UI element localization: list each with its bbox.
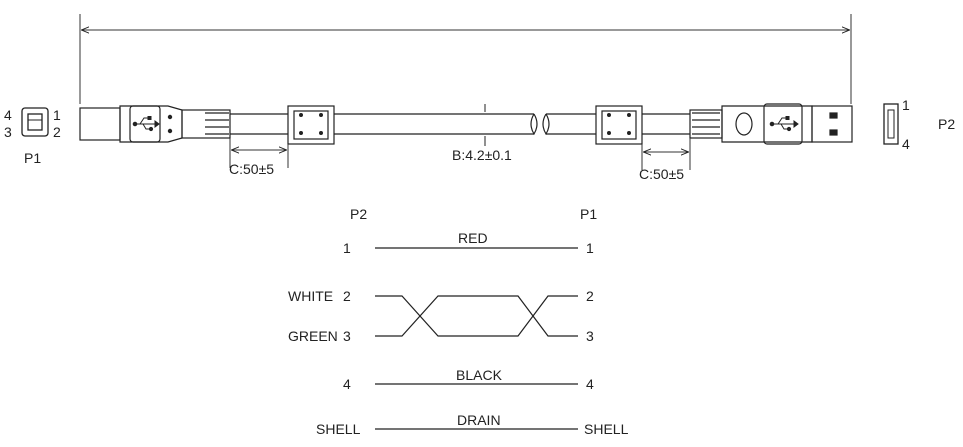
left-shell: SHELL (316, 421, 361, 437)
wiring-schematic: P2 P1 1 RED 1 WHITE 2 2 GREEN 3 3 4 BLAC… (288, 206, 629, 437)
p2-end-view: 1 4 P2 (883, 97, 955, 152)
right-pin-3: 3 (586, 328, 594, 344)
wire-label-red: RED (458, 230, 488, 246)
left-name-green: GREEN (288, 328, 338, 344)
p2-label: P2 (938, 116, 955, 132)
right-shell: SHELL (584, 421, 629, 437)
dim-c-left-label: C:50±5 (229, 161, 274, 177)
left-strain-relief (181, 109, 231, 139)
wiring-header-p1: P1 (580, 206, 597, 222)
right-pin-2: 2 (586, 288, 594, 304)
right-ferrite-core (595, 105, 643, 145)
dim-b-label: B:4.2±0.1 (452, 147, 512, 163)
p1-pin-1: 1 (53, 107, 61, 123)
usb-icon-left (132, 116, 160, 132)
c-dimension-left (229, 138, 289, 168)
c-dimension-right (641, 138, 691, 170)
p1-pin-3: 3 (4, 124, 12, 140)
left-pin-2: 2 (343, 288, 351, 304)
left-pin-1: 1 (343, 240, 351, 256)
cable-break-right (542, 113, 550, 136)
left-name-white: WHITE (288, 288, 333, 304)
cable-break-left (530, 113, 538, 136)
wiring-header-p2: P2 (350, 206, 367, 222)
overall-length-dimension (79, 14, 852, 104)
right-pin-1: 1 (586, 240, 594, 256)
left-pin-3: 3 (343, 328, 351, 344)
p1-pin-2: 2 (53, 124, 61, 140)
p1-pin-4: 4 (4, 107, 12, 123)
p2-pin-4: 4 (902, 136, 910, 152)
usb-icon-right (769, 116, 799, 132)
usb-a-plug (811, 105, 853, 143)
cable-side-view (79, 103, 853, 146)
p1-label: P1 (24, 150, 41, 166)
wire-label-black: BLACK (456, 367, 503, 383)
usb-b-plug (79, 107, 121, 141)
left-ferrite-core (287, 105, 335, 145)
twisted-pair-wires (375, 295, 578, 337)
p2-pin-1: 1 (902, 97, 910, 113)
dim-c-right-label: C:50±5 (639, 166, 684, 182)
left-pin-4: 4 (343, 376, 351, 392)
wire-label-drain: DRAIN (457, 412, 501, 428)
right-pin-4: 4 (586, 376, 594, 392)
p1-end-view: 4 1 3 2 P1 (4, 107, 61, 166)
